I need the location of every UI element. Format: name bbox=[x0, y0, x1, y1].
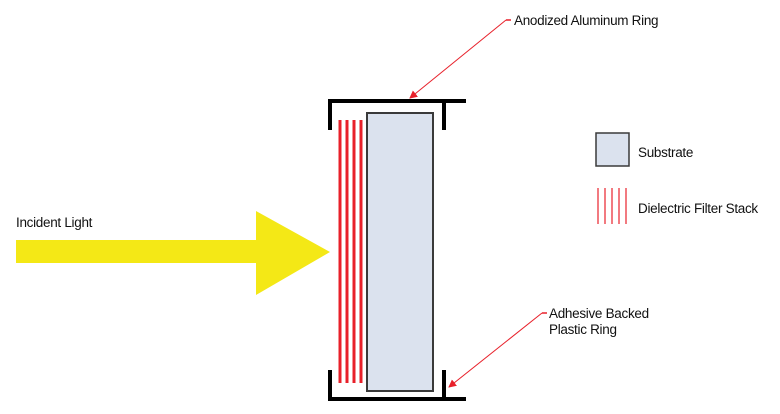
legend-filter-label: Dielectric Filter Stack bbox=[638, 201, 758, 216]
incident-light-label: Incident Light bbox=[16, 215, 93, 230]
substrate bbox=[366, 112, 434, 392]
adhesive-plastic-ring bbox=[328, 370, 466, 401]
legend: Substrate Dielectric Filter Stack bbox=[595, 132, 759, 224]
anodized-ring-leader bbox=[409, 19, 507, 99]
plastic-ring-label-line2: Plastic Ring bbox=[549, 322, 617, 337]
legend-substrate-swatch bbox=[595, 132, 630, 167]
anodized-ring-label: Anodized Aluminum Ring bbox=[514, 13, 658, 28]
legend-filter-swatch bbox=[597, 188, 627, 224]
incident-light-arrow bbox=[16, 211, 330, 295]
dielectric-filter-stack bbox=[338, 120, 363, 383]
plastic-ring-label-line1: Adhesive Backed bbox=[549, 306, 649, 321]
plastic-ring-leader bbox=[448, 312, 543, 388]
legend-substrate-label: Substrate bbox=[638, 145, 693, 160]
anodized-aluminum-ring bbox=[328, 99, 466, 130]
